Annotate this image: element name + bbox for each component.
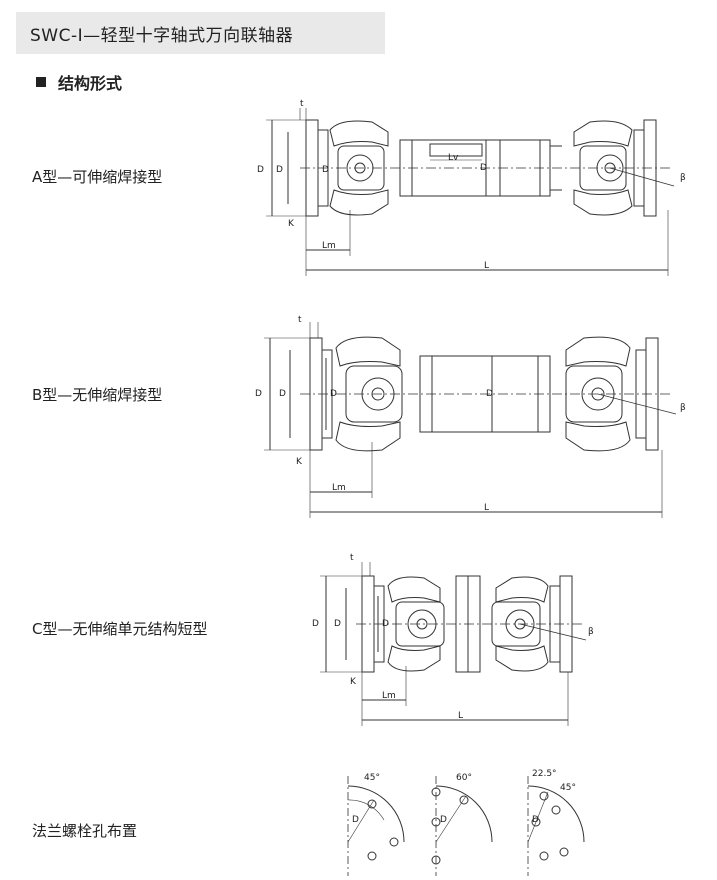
dim-lm-a: Lm xyxy=(322,241,336,251)
type-b-drawing xyxy=(264,322,677,518)
dim-l-a: L xyxy=(484,261,489,271)
type-a-label: A型—可伸缩焊接型 xyxy=(32,168,163,186)
dim-k-a: K xyxy=(288,219,295,229)
angle-60-label: 60° xyxy=(456,773,472,783)
flange-layout-label: 法兰螺栓孔布置 xyxy=(32,822,138,840)
dim-d1-b: D xyxy=(255,389,262,399)
dim-l-c: L xyxy=(458,711,463,721)
dim-d-c: D xyxy=(382,619,389,629)
flange-layout-45 xyxy=(347,776,405,876)
type-c-drawing xyxy=(320,562,587,726)
dim-t-c: t xyxy=(350,553,354,563)
dim-d2-a: D xyxy=(276,165,283,175)
flange-layout-22-5 xyxy=(527,776,585,876)
dim-d2-c: D xyxy=(334,619,341,629)
title-bar: SWC-Ⅰ—轻型十字轴式万向联轴器 xyxy=(16,12,385,54)
dim-d2-b: D xyxy=(279,389,286,399)
dim-beta-c: β xyxy=(588,627,594,637)
section-title: 结构形式 xyxy=(58,74,123,93)
dim-d3-a: D xyxy=(480,163,487,173)
dim-t-a: t xyxy=(300,99,304,109)
dim-l-b: L xyxy=(484,503,489,513)
section-heading: 结构形式 xyxy=(36,70,122,94)
angle-45b-label: 45° xyxy=(560,783,576,793)
dim-lv-a: Lv xyxy=(448,153,459,163)
dim-d-a: D xyxy=(322,165,329,175)
flange-layout-60 xyxy=(431,776,493,876)
dim-d1-flange-2: D xyxy=(440,815,447,825)
dim-k-c: K xyxy=(350,677,357,687)
dim-d-b: D xyxy=(330,389,337,399)
type-b-label: B型—无伸缩焊接型 xyxy=(32,386,163,404)
square-bullet-icon xyxy=(36,77,46,87)
dim-d1-flange-1: D xyxy=(352,815,359,825)
type-a-drawing xyxy=(266,108,675,276)
dim-d1-flange-3: D xyxy=(532,815,539,825)
dim-d3-b: D xyxy=(486,389,493,399)
dim-d1-a: D xyxy=(257,165,264,175)
dim-lm-c: Lm xyxy=(382,691,396,701)
dim-t-b: t xyxy=(298,315,302,325)
dim-beta-a: β xyxy=(680,173,686,183)
angle-22-5-label: 22.5° xyxy=(532,769,557,779)
dim-lm-b: Lm xyxy=(332,483,346,493)
dim-beta-b: β xyxy=(680,403,686,413)
angle-45-label: 45° xyxy=(364,773,380,783)
type-c-label: C型—无伸缩单元结构短型 xyxy=(32,620,208,638)
page-title: SWC-Ⅰ—轻型十字轴式万向联轴器 xyxy=(30,25,294,46)
dim-k-b: K xyxy=(296,457,303,467)
dim-d1-c: D xyxy=(312,619,319,629)
